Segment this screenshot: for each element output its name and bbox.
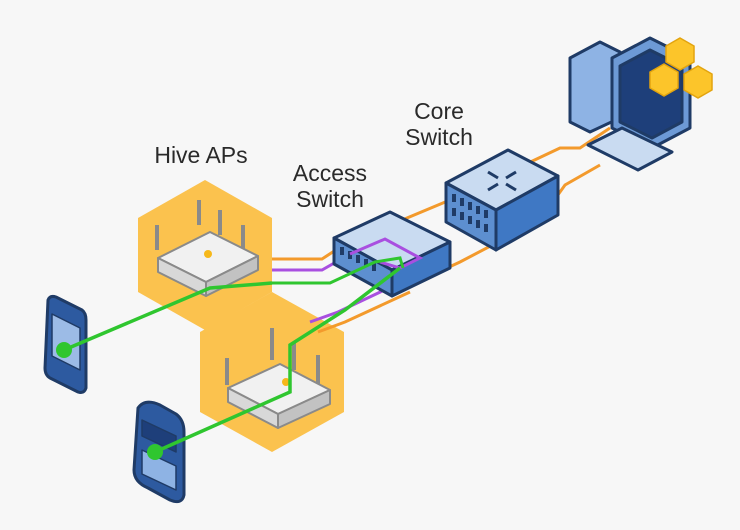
access-switch-internal-links xyxy=(272,237,424,285)
link-ap2-access-orange xyxy=(317,290,411,334)
hive-logo-icon xyxy=(649,37,713,99)
hive-aps-label: Hive APs xyxy=(154,142,248,168)
link-smartphone-ap1-green xyxy=(63,281,273,352)
core-switch-label: Core Switch xyxy=(384,98,494,150)
access-switch-label: Access Switch xyxy=(275,160,385,212)
access-switch-label-line1: Access xyxy=(292,160,368,186)
link-blackberry-ap2-green xyxy=(154,266,402,454)
wireless-links xyxy=(63,266,402,454)
core-switch-ports xyxy=(452,194,488,232)
core-switch-label-line2: Switch xyxy=(405,124,473,150)
access-switch-ports xyxy=(340,247,376,271)
access-switch-label-line2: Switch xyxy=(296,186,364,212)
access-switch-icon xyxy=(332,210,452,298)
smartphone-connection-dot xyxy=(56,342,72,358)
core-switch-arrows-icon xyxy=(487,170,517,192)
core-switch-label-line1: Core xyxy=(414,98,464,124)
blackberry-connection-dot xyxy=(147,444,163,460)
